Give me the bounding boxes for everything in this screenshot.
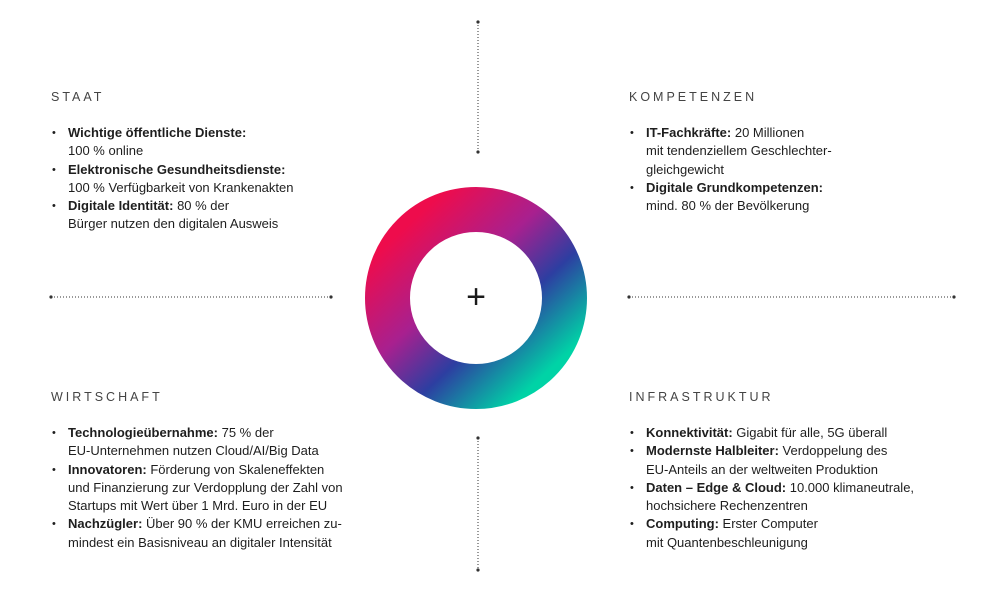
item-text: Gigabit für alle, 5G überall [732, 425, 888, 440]
item-label: Computing: [646, 516, 719, 532]
list-item: Computing: Erster Computer mit Quantenbe… [629, 515, 969, 552]
list-item: Nachzügler: Über 90 % der KMU erreichen … [51, 515, 391, 552]
gradient-ring [365, 187, 587, 409]
item-label: IT-Fachkräfte: [646, 125, 732, 140]
divider-bottom [476, 436, 480, 572]
divider-top [476, 20, 480, 154]
item-text: mit tendenziellem Geschlechter- [646, 143, 832, 159]
item-label: Digitale Grundkompetenzen: [646, 179, 823, 195]
item-label: Nachzügler: [68, 516, 143, 532]
item-list: Technologieübernahme: 75 % der EU-Untern… [51, 424, 391, 552]
item-text: Startups mit Wert über 1 Mrd. Euro in de… [68, 498, 328, 514]
item-text: 10.000 klimaneutrale, [786, 479, 915, 495]
item-text: 80 % der [173, 198, 230, 214]
quadrant-title: KOMPETENZEN [629, 90, 758, 104]
list-item: Digitale Grundkompetenzen: mind. 80 % de… [629, 179, 969, 216]
item-text: Bürger nutzen den digitalen Ausweis [68, 216, 279, 232]
item-label: Konnektivität: [646, 425, 733, 440]
item-text: Über 90 % der KMU erreichen zu- [142, 516, 342, 532]
item-label: Modernste Halbleiter: [646, 443, 779, 459]
divider-right [627, 295, 956, 299]
item-text: gleichgewicht [646, 161, 725, 177]
item-label: Innovatoren: [68, 461, 147, 477]
item-label: Elektronische Gesundheitsdienste: [68, 161, 286, 177]
item-label: Wichtige öffentliche Dienste: [68, 125, 247, 140]
item-text: 75 % der [218, 425, 274, 440]
quadrant-kompetenzen: KOMPETENZEN IT-Fachkräfte: 20 Millionen … [629, 90, 969, 215]
item-text: EU-Unternehmen nutzen Cloud/AI/Big Data [68, 443, 319, 459]
item-label: Digitale Identität: [68, 198, 174, 214]
item-list: Wichtige öffentliche Dienste: 100 % onli… [51, 124, 391, 234]
item-list: Konnektivität: Gigabit für alle, 5G über… [629, 424, 969, 552]
quadrant-staat: STAAT Wichtige öffentliche Dienste: 100 … [51, 90, 391, 234]
item-text: hochsichere Rechenzentren [646, 498, 808, 514]
list-item: Innovatoren: Förderung von Skaleneffekte… [51, 461, 391, 516]
item-text: EU-Anteils an der weltweiten Produktion [646, 461, 878, 477]
item-text: Förderung von Skaleneffekten [146, 461, 325, 477]
list-item: IT-Fachkräfte: 20 Millionen mit tendenzi… [629, 124, 969, 179]
item-text: Verdoppelung des [778, 443, 888, 459]
item-text: und Finanzierung zur Verdopplung der Zah… [68, 479, 343, 495]
list-item: Technologieübernahme: 75 % der EU-Untern… [51, 424, 391, 461]
item-text: mit Quantenbeschleunigung [646, 534, 808, 550]
quadrant-title: WIRTSCHAFT [51, 390, 163, 404]
item-label: Daten – Edge & Cloud: [646, 479, 787, 495]
list-item: Konnektivität: Gigabit für alle, 5G über… [629, 424, 969, 443]
item-text: 100 % online [68, 143, 144, 159]
center-plus-symbol: + [466, 278, 486, 316]
list-item: Wichtige öffentliche Dienste: 100 % onli… [51, 124, 391, 161]
item-list: IT-Fachkräfte: 20 Millionen mit tendenzi… [629, 124, 969, 215]
quadrant-title: INFRASTRUKTUR [629, 390, 774, 404]
divider-left [49, 295, 333, 299]
quadrant-infrastruktur: INFRASTRUKTUR Konnektivität: Gigabit für… [629, 390, 969, 552]
item-text: Erster Computer [718, 516, 818, 532]
list-item: Elektronische Gesundheitsdienste: 100 % … [51, 161, 391, 198]
item-text: mind. 80 % der Bevölkerung [646, 198, 810, 214]
quadrant-wirtschaft: WIRTSCHAFT Technologieübernahme: 75 % de… [51, 390, 391, 552]
quadrant-title: STAAT [51, 90, 105, 104]
list-item: Daten – Edge & Cloud: 10.000 klimaneutra… [629, 479, 969, 516]
item-text: mindest ein Basisniveau an digitaler Int… [68, 534, 332, 550]
item-text: 100 % Verfügbarkeit von Krankenakten [68, 179, 294, 195]
item-label: Technologieübernahme: [68, 425, 218, 440]
list-item: Modernste Halbleiter: Verdoppelung des E… [629, 442, 969, 479]
list-item: Digitale Identität: 80 % der Bürger nutz… [51, 197, 391, 234]
item-text: 20 Millionen [731, 125, 805, 140]
